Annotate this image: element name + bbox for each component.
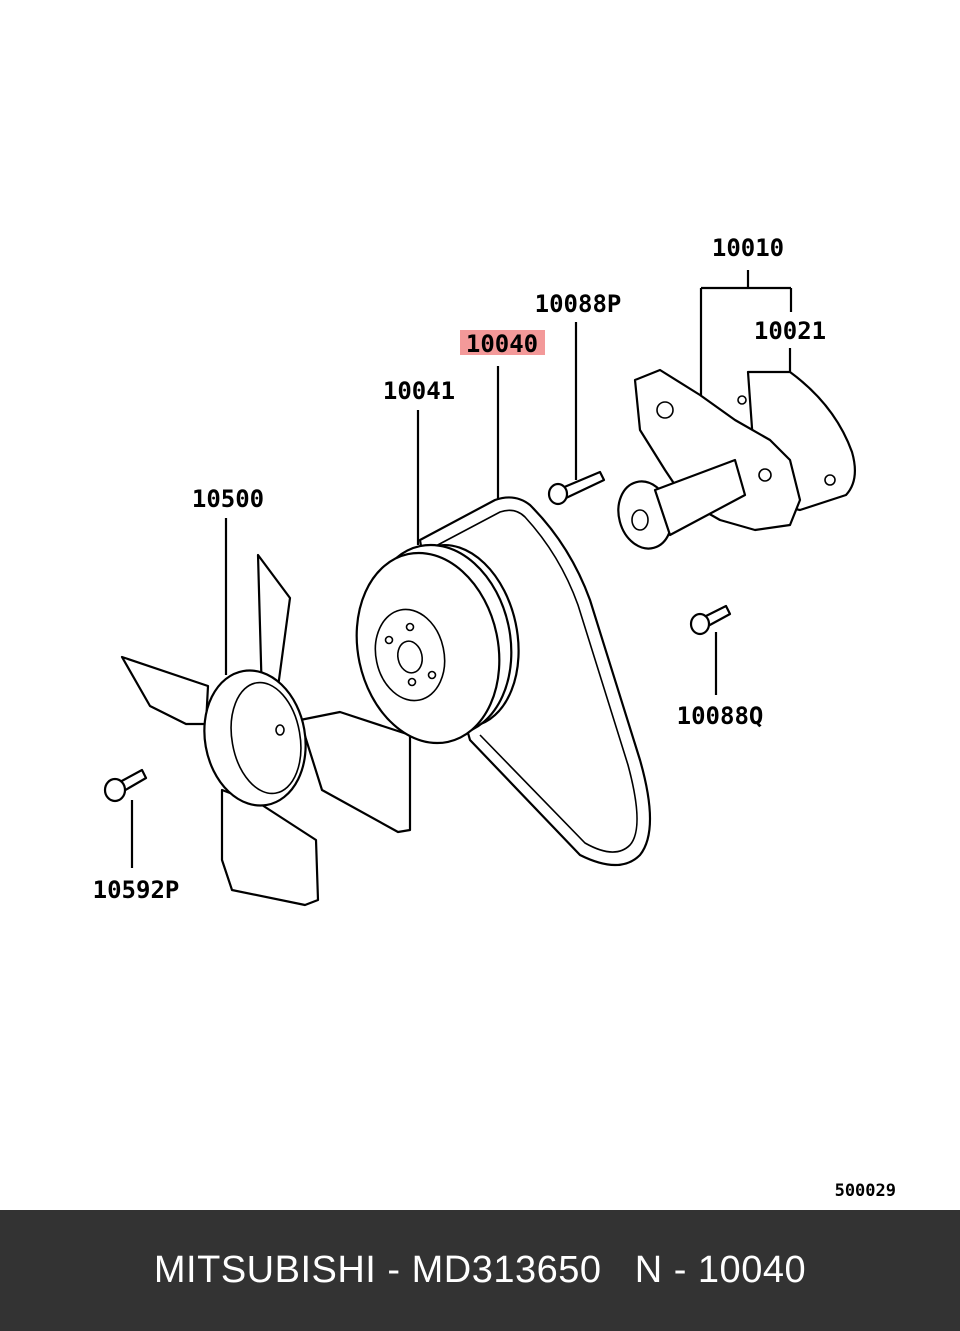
callout-10010[interactable]: 10010 [712,234,784,262]
callout-10592p[interactable]: 10592P [93,876,180,904]
bolt-10088p [547,470,606,506]
callout-10040[interactable]: 10040 [466,330,538,358]
callout-10500[interactable]: 10500 [192,485,264,513]
callout-10088q[interactable]: 10088Q [677,702,764,730]
callout-10041[interactable]: 10041 [383,377,455,405]
bolt-10592p [103,768,148,803]
callout-10088p[interactable]: 10088P [535,290,622,318]
bolt-10088q [689,604,732,636]
highlight-box [460,330,545,355]
parts-diagram: 10010 10021 10088P 10040 10041 10500 100… [93,234,896,1201]
figure-reference: 500029 [835,1181,896,1201]
pulley [355,543,520,745]
footer-part-info: MITSUBISHI - MD313650 N - 10040 [153,1249,807,1291]
water-pump [617,368,857,550]
cooling-fan [120,553,412,907]
footer-bar: MITSUBISHI - MD313650 N - 10040 [0,1210,960,1331]
leader-lines [130,270,793,868]
callout-10021[interactable]: 10021 [754,317,826,345]
